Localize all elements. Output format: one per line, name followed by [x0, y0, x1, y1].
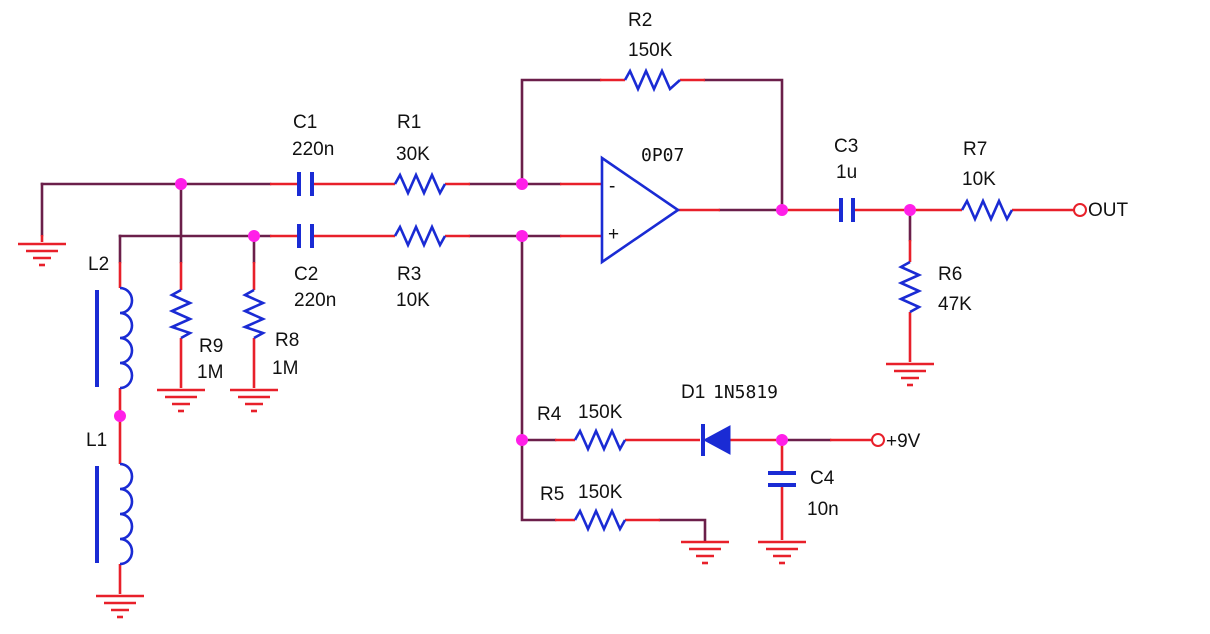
r8-value: 1M: [272, 358, 298, 379]
c4-ref: C4: [810, 468, 835, 489]
c4-value: 10n: [807, 499, 839, 520]
resistor-r7: [960, 197, 1014, 223]
capacitor-c4: [768, 471, 796, 487]
ground-symbol: [96, 594, 144, 619]
r9-ref: R9: [199, 336, 223, 357]
opamp-symbol: - +: [600, 155, 681, 265]
c1-ref: C1: [293, 112, 317, 133]
junction-dot: [114, 410, 126, 422]
r2-value: 150K: [628, 40, 673, 61]
junction-dot: [516, 434, 528, 446]
wire-feedback-right: [703, 78, 784, 212]
d1-value: 1N5819: [713, 382, 778, 403]
output-label: OUT: [1088, 200, 1129, 221]
r9-value: 1M: [197, 362, 223, 383]
junction-dot: [904, 204, 916, 216]
resistor-r2: [623, 67, 681, 93]
junction-dot: [175, 178, 187, 190]
junctions: [114, 178, 916, 446]
resistor-r9: [168, 288, 194, 340]
ground-symbol: [758, 540, 806, 565]
wire-r5-to-ground: [658, 518, 707, 542]
junction-dot: [516, 178, 528, 190]
ground-symbol: [157, 388, 205, 413]
r5-ref: R5: [540, 484, 564, 505]
resistor-r3: [393, 223, 447, 249]
diode-d1: [701, 424, 731, 456]
output-terminal: [1073, 203, 1087, 217]
ground-symbol: [681, 540, 729, 565]
supply-label: +9V: [886, 431, 921, 452]
resistor-r1: [393, 171, 447, 197]
wire-plus-rail: [520, 234, 557, 522]
r5-value: 150K: [578, 482, 623, 503]
r6-value: 47K: [938, 294, 972, 315]
capacitor-c3: [839, 198, 855, 222]
l2-ref: L2: [88, 254, 109, 275]
c3-value: 1u: [836, 162, 857, 183]
r7-value: 10K: [962, 169, 996, 190]
capacitor-c1: [297, 172, 314, 196]
resistor-r6: [897, 260, 923, 314]
c3-ref: C3: [834, 136, 858, 157]
c1-value: 220n: [292, 139, 334, 160]
opamp-name: 0P07: [641, 145, 684, 166]
ground-symbol: [230, 388, 278, 413]
junction-dot: [776, 434, 788, 446]
junction-dot: [776, 204, 788, 216]
r1-value: 30K: [396, 144, 430, 165]
r1-ref: R1: [397, 112, 421, 133]
r4-value: 150K: [578, 402, 623, 423]
c2-ref: C2: [294, 264, 318, 285]
opamp-minus-sign: -: [609, 176, 615, 197]
r4-ref: R4: [537, 404, 562, 425]
r3-ref: R3: [397, 264, 421, 285]
r8-ref: R8: [275, 330, 299, 351]
inductor-l1: [95, 462, 134, 566]
resistor-r5: [573, 507, 627, 533]
junction-dot: [516, 230, 528, 242]
junction-dot: [248, 230, 260, 242]
resistor-r4: [573, 427, 627, 453]
inductor-l2: [95, 286, 134, 390]
resistor-r8: [241, 288, 267, 340]
opamp-plus-sign: +: [608, 224, 619, 245]
capacitor-c2: [297, 224, 314, 248]
ground-symbol: [18, 235, 66, 267]
r6-ref: R6: [938, 264, 962, 285]
wire-feedback-left: [520, 78, 602, 186]
c2-value: 220n: [294, 290, 336, 311]
r2-ref: R2: [628, 10, 652, 31]
ground-symbol: [886, 362, 934, 387]
leads: [118, 78, 1074, 594]
d1-ref: D1: [681, 382, 705, 403]
r7-ref: R7: [963, 139, 987, 160]
l1-ref: L1: [86, 430, 107, 451]
supply-terminal: [871, 433, 885, 447]
r3-value: 10K: [396, 290, 430, 311]
